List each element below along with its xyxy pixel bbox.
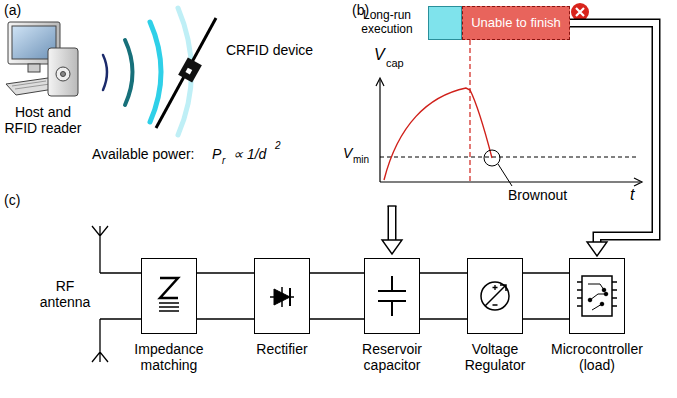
crfid-device <box>156 18 216 128</box>
block-label: Reservoir capacitor <box>338 341 446 373</box>
axis-label: t <box>630 186 634 204</box>
level-label: V <box>343 145 352 161</box>
rf-antenna-symbol <box>92 226 141 362</box>
antenna-label: RF antenna <box>36 278 94 310</box>
circuit-block: Rectifier <box>254 258 310 334</box>
block-symbols <box>159 276 617 316</box>
block-label: Long-run execution <box>352 9 422 37</box>
block-label: Voltage Regulator <box>441 341 549 373</box>
execution-bar: Unable to finish <box>462 6 570 40</box>
execution-bar: Long-run execution <box>352 6 462 40</box>
block-label: Microcontroller (load) <box>543 341 651 373</box>
device-caption: CRFID device <box>226 42 313 58</box>
hollow-arrow <box>570 23 656 256</box>
circuit-block: Microcontroller (load) <box>569 258 625 334</box>
block-label: Impedance matching <box>115 341 223 373</box>
level-subscript: min <box>353 154 369 166</box>
panel-letter: (c) <box>4 192 20 208</box>
hollow-arrow-part <box>570 23 656 242</box>
wire-pair <box>523 273 569 319</box>
device-caption: Host and RFID reader <box>2 104 84 136</box>
formula-text: Available power: <box>92 146 194 162</box>
execution-bar-fill <box>428 6 462 40</box>
hollow-arrow-part <box>587 242 607 256</box>
axis-subscript: cap <box>386 57 404 70</box>
circuit-block: Reservoir capacitor <box>364 258 420 334</box>
callout-label: Brownout <box>508 187 567 203</box>
formula-symbol: P <box>212 146 221 162</box>
hollow-arrow-part <box>570 23 656 242</box>
panel-letter: (a) <box>4 2 21 18</box>
formula-text: ∝ 1/d <box>233 146 266 162</box>
formula-subscript: r <box>222 155 225 167</box>
circuit-block: Impedance matching <box>141 258 197 334</box>
rf-waves <box>103 8 192 135</box>
hollow-arrow <box>382 204 402 254</box>
block-label: Rectifier <box>228 341 336 357</box>
axis-label: V <box>374 46 385 64</box>
wire-pair <box>310 273 364 319</box>
computer-icon <box>6 22 78 96</box>
wire-pair <box>420 273 467 319</box>
circuit-block: Voltage Regulator <box>467 258 523 334</box>
voltage-chart <box>376 3 642 186</box>
block-label: Unable to finish <box>467 16 565 31</box>
wire-pair <box>197 273 254 319</box>
formula-superscript: 2 <box>275 140 281 152</box>
